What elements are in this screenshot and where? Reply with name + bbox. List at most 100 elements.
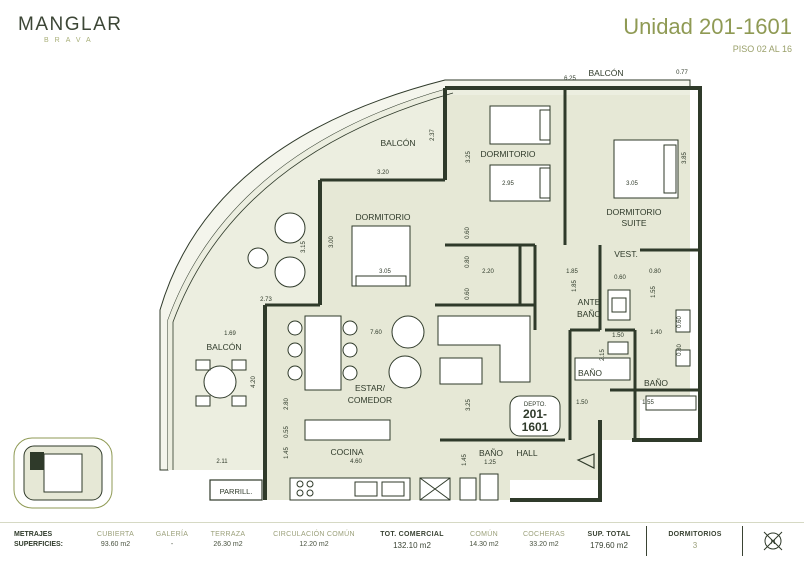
sofa bbox=[437, 315, 531, 385]
dim-145a: 1.45 bbox=[284, 447, 290, 459]
label-dormitorio-suite: DORMITORIO bbox=[606, 207, 661, 217]
footer-col-value: 12.20 m2 bbox=[299, 541, 329, 548]
dim-145b: 1.45 bbox=[462, 454, 468, 466]
footer-col-cocheras: COCHERAS 33.20 m2 bbox=[515, 531, 573, 548]
dim-385: 3.85 bbox=[682, 152, 688, 164]
footer-col-value: 93.60 m2 bbox=[100, 541, 131, 548]
dim-125: 1.25 bbox=[484, 460, 496, 466]
footer-col-comun: COMÚN 14.30 m2 bbox=[458, 531, 510, 548]
kitchen-counters bbox=[289, 419, 451, 501]
balcony-edge bbox=[172, 92, 454, 470]
footer-col-header: TOT. COMERCIAL bbox=[380, 531, 444, 538]
dim-273: 2.73 bbox=[260, 297, 272, 303]
dim-060b: 0.60 bbox=[614, 275, 626, 281]
dim-220: 2.20 bbox=[482, 269, 494, 275]
dim-150a: 1.50 bbox=[612, 333, 624, 339]
footer-col-sup-total: SUP. TOTAL 179.60 m2 bbox=[578, 531, 640, 550]
unit-title: Unidad 201-1601 bbox=[623, 14, 792, 39]
dim-460: 4.60 bbox=[350, 459, 362, 465]
footer-col-header: COCHERAS bbox=[522, 531, 566, 538]
label-balcon-left: BALCÓN bbox=[207, 342, 242, 352]
floor-plan: DEPTO. 201- 1601 BALCÓN BALCÓN BALCÓN DO… bbox=[13, 68, 702, 509]
footer-col-value: 14.30 m2 bbox=[469, 541, 499, 548]
metrajes-label: METRAJES SUPERFICIES: bbox=[14, 530, 63, 550]
footer-col-header: COMÚN bbox=[470, 531, 498, 538]
label-suite: SUITE bbox=[621, 218, 646, 228]
dim-320: 3.20 bbox=[377, 170, 389, 176]
footer-col-header: CUBIERTA bbox=[96, 531, 135, 538]
footer-col-header: TERRAZA bbox=[210, 531, 246, 538]
balcony-furniture bbox=[195, 212, 306, 407]
depto-badge-number-2: 1601 bbox=[522, 420, 549, 434]
dim-055: 0.55 bbox=[284, 426, 290, 438]
dim-080a: 0.80 bbox=[465, 256, 471, 268]
depto-badge bbox=[509, 395, 561, 437]
footer-col-value: 3 bbox=[692, 541, 698, 550]
label-bano-2: BAÑO bbox=[644, 378, 668, 388]
bed-dormitorio-left bbox=[351, 225, 411, 287]
dim-155: 1.55 bbox=[651, 286, 657, 298]
dim-060d: 0.60 bbox=[677, 316, 683, 328]
bed-suite bbox=[613, 139, 679, 199]
depto-badge-number-1: 201- bbox=[523, 407, 547, 421]
footer-col-value: 179.60 m2 bbox=[590, 541, 628, 550]
depto-badge-label: DEPTO. bbox=[524, 402, 547, 408]
footer-col-value: - bbox=[170, 541, 174, 548]
dim-280: 2.80 bbox=[284, 398, 290, 410]
label-bano-1: BAÑO bbox=[578, 368, 602, 378]
label-balcon-top: BALCÓN bbox=[589, 68, 624, 78]
footer-col-value: 132.10 m2 bbox=[393, 541, 431, 550]
footer-col-header: SUP. TOTAL bbox=[587, 531, 631, 538]
footer-col-circulacion: CIRCULACIÓN COMÚN 12.20 m2 bbox=[262, 531, 366, 548]
dim-215: 2.15 bbox=[600, 349, 606, 361]
dim-150b: 1.50 bbox=[576, 400, 588, 406]
dim-237: 2.37 bbox=[430, 129, 436, 141]
metrajes-line-1: METRAJES bbox=[14, 531, 53, 538]
label-cocina: COCINA bbox=[330, 447, 363, 457]
dim-420: 4.20 bbox=[251, 376, 257, 388]
dim-185b: 1.85 bbox=[572, 280, 578, 292]
footer-col-total-comercial: TOT. COMERCIAL 132.10 m2 bbox=[372, 531, 452, 550]
bathroom-fixtures bbox=[459, 289, 697, 501]
interior-floor bbox=[265, 95, 690, 500]
label-balcon-mid: BALCÓN bbox=[381, 138, 416, 148]
brand-logo: MANGLAR BRAVA bbox=[18, 14, 122, 44]
inner-walls bbox=[265, 88, 700, 480]
dim-080b: 0.80 bbox=[649, 269, 661, 275]
footer-col-value: 33.20 m2 bbox=[529, 541, 559, 548]
unit-floors: PISO 02 AL 16 bbox=[732, 44, 792, 54]
balcony-floor bbox=[168, 88, 690, 470]
surfaces-footer: METRAJES SUPERFICIES: CUBIERTA 93.60 m2 G… bbox=[0, 522, 804, 564]
brand-subtitle: BRAVA bbox=[44, 37, 97, 44]
footer-col-header: GALERÍA bbox=[155, 531, 189, 538]
dim-300: 3.00 bbox=[329, 236, 335, 248]
label-dormitorio-top: DORMITORIO bbox=[480, 149, 535, 159]
bed-dormitorio-top bbox=[489, 105, 551, 202]
footer-col-header: CIRCULACIÓN COMÚN bbox=[273, 531, 355, 538]
dim-211: 2.11 bbox=[216, 459, 228, 465]
label-ante: ANTE bbox=[578, 297, 601, 307]
unit-header: Unidad 201-1601 PISO 02 AL 16 bbox=[623, 14, 792, 54]
dimension-labels: 6.25 0.77 2.37 3.25 2.95 3.05 3.85 3.20 … bbox=[216, 70, 688, 466]
label-hall: HALL bbox=[516, 448, 538, 458]
dim-077: 0.77 bbox=[676, 70, 688, 76]
brand-name: MANGLAR bbox=[18, 14, 123, 35]
dim-169: 1.69 bbox=[224, 331, 236, 337]
dim-625: 6.25 bbox=[564, 76, 576, 82]
label-bano-3: BAÑO bbox=[479, 448, 503, 458]
dim-305b: 3.05 bbox=[379, 269, 391, 275]
dim-295: 2.95 bbox=[502, 181, 514, 187]
key-plan-icon bbox=[13, 437, 113, 509]
dim-760: 7.60 bbox=[370, 330, 382, 336]
footer-col-cubierta: CUBIERTA 93.60 m2 bbox=[88, 531, 143, 548]
dining-set bbox=[287, 315, 425, 391]
north-letter: N bbox=[770, 539, 775, 546]
footer-col-galeria: GALERÍA - bbox=[148, 531, 196, 548]
dim-325b: 3.25 bbox=[466, 399, 472, 411]
footer-col-header: DORMITORIOS bbox=[668, 531, 722, 538]
dim-325a: 3.25 bbox=[466, 151, 472, 163]
north-icon: N bbox=[760, 528, 786, 554]
outer-walls bbox=[263, 86, 702, 502]
label-dormitorio-left: DORMITORIO bbox=[355, 212, 410, 222]
